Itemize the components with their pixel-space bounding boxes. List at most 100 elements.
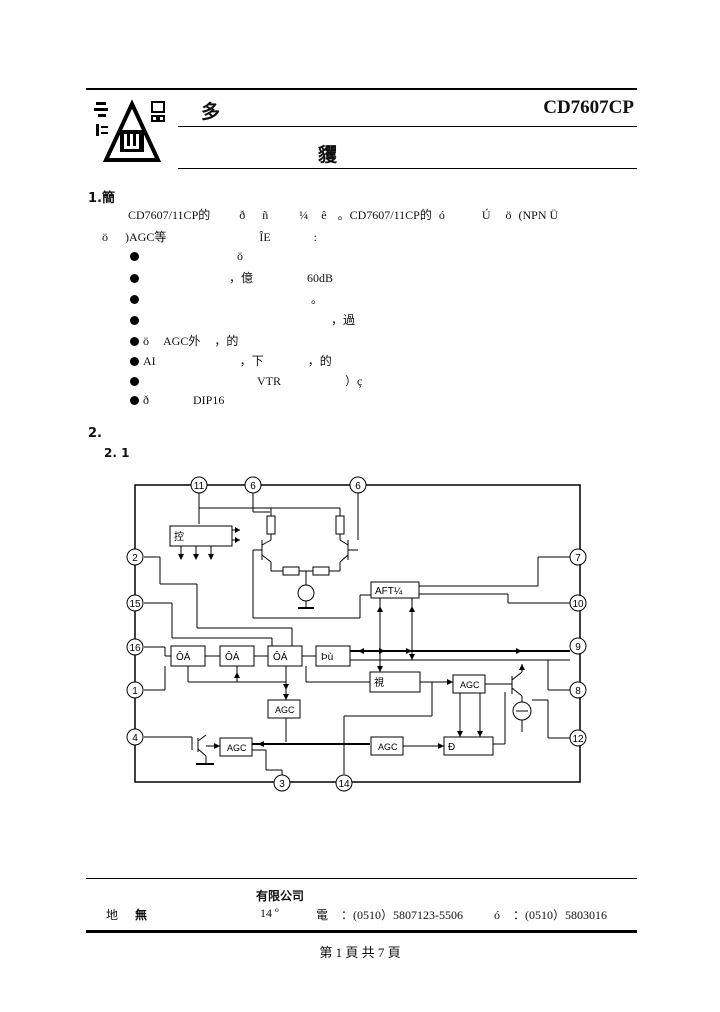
pin-label: 11 xyxy=(194,481,205,492)
intro-text: ê xyxy=(321,208,327,222)
pin-label: 4 xyxy=(132,733,138,744)
block-label: ÔÁ xyxy=(273,650,288,663)
pin-label: 1 xyxy=(132,686,138,697)
pin-2-circle xyxy=(126,548,144,566)
pin-1-circle xyxy=(126,681,144,699)
intro-text: ó xyxy=(438,208,445,222)
pin-label: 12 xyxy=(572,734,584,745)
address-label: 地 xyxy=(106,908,119,922)
block-label: Ð xyxy=(448,742,455,753)
pin-9-circle xyxy=(569,637,587,655)
footer-fax: ó ：(0510）5803016 xyxy=(494,906,607,923)
pin-11-circle xyxy=(190,476,208,494)
doc-title: 多 xyxy=(201,101,221,123)
intro-text: ö xyxy=(102,230,108,244)
phone-label: 電 xyxy=(316,908,329,922)
pin-3-circle xyxy=(273,774,291,792)
feature-item: 。 xyxy=(130,290,337,307)
block-label: ÔÁ xyxy=(176,650,191,663)
intro-text: ð xyxy=(239,208,246,222)
pin-label: 16 xyxy=(129,643,141,654)
section1-heading: 1.簡 xyxy=(88,191,115,206)
intro-text: CD7607/11CP的 xyxy=(128,208,211,222)
block-label: 視 xyxy=(374,676,384,689)
pin-12-circle xyxy=(569,729,587,747)
bullet-icon xyxy=(130,274,139,283)
intro-text: Ú xyxy=(481,208,491,222)
section2-heading: 2. xyxy=(88,426,102,441)
block-label: ÔÁ xyxy=(225,650,240,663)
block-label: AGC xyxy=(227,743,247,753)
pin-7-circle xyxy=(569,548,587,566)
block-label: AGC xyxy=(275,705,295,715)
pin-label: 9 xyxy=(575,642,581,653)
intro-line-2: ö )AGC等 ÎE : xyxy=(102,228,317,245)
footer-building: 14 º xyxy=(260,906,279,920)
bullet-icon xyxy=(130,357,139,366)
pin-6b-circle xyxy=(349,476,367,494)
block-label: AGC xyxy=(378,742,398,752)
fax-label: ó xyxy=(494,908,500,922)
pin-4-circle xyxy=(126,728,144,746)
pin-6-circle xyxy=(244,476,262,494)
intro-text: ñ xyxy=(262,208,269,222)
bullet-icon xyxy=(130,396,139,405)
intro-text: 。CD7607/11CP的 xyxy=(337,208,432,222)
pin-label: 14 xyxy=(338,779,350,790)
pin-label: 6 xyxy=(250,481,256,492)
fax-value: ：(0510）5803016 xyxy=(513,908,607,922)
pin-label: 8 xyxy=(575,686,581,697)
phone-value: ：(0510）5807123-5506 xyxy=(341,908,464,922)
part-number: CD7607CP xyxy=(543,97,634,118)
page-number: 第 1 頁 共 7 頁 xyxy=(319,945,401,960)
pin-8-circle xyxy=(569,681,587,699)
pin-label: 6 xyxy=(355,481,361,492)
pin-label: 2 xyxy=(132,553,138,564)
intro-text: (NPN Ü xyxy=(518,208,559,222)
pin-label: 10 xyxy=(572,599,584,610)
intro-text: : xyxy=(313,230,318,244)
top-rule xyxy=(86,88,637,90)
pin-10-circle xyxy=(569,594,587,612)
doc-subtitle: 貜 xyxy=(318,144,338,166)
feature-item: AI，下，的 xyxy=(130,352,346,369)
bullet-icon xyxy=(130,295,139,304)
address-value: 無 xyxy=(135,908,148,922)
feature-item: ö xyxy=(130,249,271,264)
section2-subheading: 2. 1 xyxy=(104,446,130,460)
footer-top-rule xyxy=(86,878,637,879)
header-bottom-rule xyxy=(178,168,637,169)
block-label: Þù xyxy=(321,652,333,663)
bullet-icon xyxy=(130,377,139,386)
block-label: 控 xyxy=(174,530,184,543)
pin-label: 15 xyxy=(129,599,141,610)
intro-text: ÎE xyxy=(259,230,271,244)
footer-bottom-rule xyxy=(86,930,637,933)
pin-14-circle xyxy=(335,774,353,792)
pin-label: 7 xyxy=(575,553,581,564)
intro-text: ö xyxy=(505,208,512,222)
bullet-icon xyxy=(130,252,139,261)
footer-phone: 電 ：(0510）5807123-5506 xyxy=(316,906,463,923)
footer-address-row: 地 無 xyxy=(106,906,147,923)
pin-label: 3 xyxy=(279,779,285,790)
logo-icon xyxy=(94,99,165,162)
block-label: AGC xyxy=(460,680,480,690)
header-mid-rule xyxy=(178,126,637,127)
company-name: 有限公司 xyxy=(256,889,305,903)
pin-16-circle xyxy=(126,638,144,656)
intro-line-1: CD7607/11CP的 ð ñ ¼ ê 。CD7607/11CP的 ó Ú ö… xyxy=(128,206,558,223)
company-logo xyxy=(92,96,172,168)
bullet-icon xyxy=(130,337,139,346)
pin-15-circle xyxy=(126,594,144,612)
bullet-icon xyxy=(130,316,139,325)
feature-item: VTR）ç xyxy=(130,372,376,389)
block-label: AFT¼ xyxy=(375,585,403,597)
feature-item: ，過 xyxy=(130,311,369,328)
intro-text: )AGC等 xyxy=(125,230,167,244)
intro-text: ¼ xyxy=(299,208,309,222)
